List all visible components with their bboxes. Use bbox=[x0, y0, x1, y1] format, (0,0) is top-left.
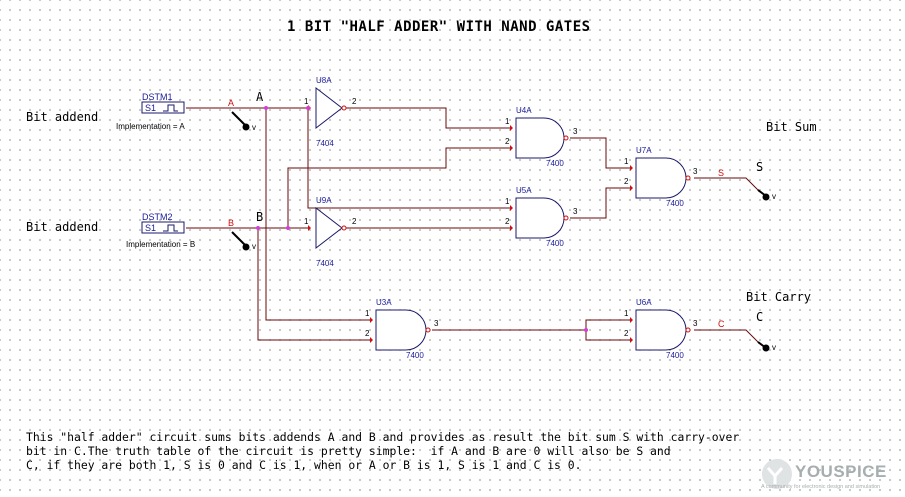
node-label-a: A bbox=[256, 90, 264, 104]
pin-3: 3 bbox=[573, 127, 578, 136]
probe-icon bbox=[762, 344, 770, 352]
probe-label: v bbox=[772, 343, 776, 352]
gate-part: 7404 bbox=[316, 139, 334, 148]
probe-label: v bbox=[252, 123, 256, 132]
net-label-a: A bbox=[228, 98, 234, 108]
diagram-title: 1 BIT "HALF ADDER" WITH NAND GATES bbox=[287, 19, 591, 35]
gate-ref: U9A bbox=[316, 196, 332, 205]
net-label-s: S bbox=[718, 168, 724, 178]
description-text: This "half adder" circuit sums bits adde… bbox=[26, 430, 886, 472]
label-bit-sum: Bit Sum bbox=[766, 120, 817, 134]
source-name: DSTM1 bbox=[142, 92, 173, 102]
gate-u4a[interactable]: U4A 7400 1 2 3 bbox=[505, 106, 578, 168]
pin-1: 1 bbox=[624, 309, 629, 318]
pin-3: 3 bbox=[693, 319, 698, 328]
node-label-b: B bbox=[256, 210, 263, 224]
gate-ref: U3A bbox=[376, 298, 392, 307]
gate-u5a[interactable]: U5A 7400 1 2 3 bbox=[505, 186, 578, 248]
gate-part: 7400 bbox=[406, 351, 424, 360]
gate-part: 7404 bbox=[316, 259, 334, 268]
description-line: bit in C.The truth table of the circuit … bbox=[26, 444, 671, 458]
probe-a[interactable]: v bbox=[231, 111, 256, 132]
node-label-c: C bbox=[756, 310, 763, 324]
source-dstm1[interactable]: DSTM1 S1 Implementation = A bbox=[116, 92, 185, 131]
node-label-s: S bbox=[756, 160, 763, 174]
label-bit-addend-a: Bit addend bbox=[26, 110, 98, 124]
pin-3: 3 bbox=[434, 319, 439, 328]
nand-gate-icon bbox=[515, 117, 565, 159]
probe-icon bbox=[242, 243, 250, 251]
label-bit-addend-b: Bit addend bbox=[26, 220, 98, 234]
probe-b[interactable]: v bbox=[231, 231, 256, 251]
probe-label: v bbox=[252, 242, 256, 251]
pin-2: 2 bbox=[352, 217, 357, 226]
label-bit-carry: Bit Carry bbox=[746, 290, 811, 304]
pulse-icon bbox=[163, 224, 178, 232]
net-label-b: B bbox=[228, 218, 234, 228]
probe-icon bbox=[242, 123, 250, 131]
pin-2: 2 bbox=[505, 137, 510, 146]
probe-s[interactable]: v bbox=[757, 189, 776, 201]
source-name: DSTM2 bbox=[142, 212, 173, 222]
probe-icon bbox=[762, 193, 770, 201]
wires bbox=[186, 105, 761, 345]
gate-ref: U5A bbox=[516, 186, 532, 195]
pin-1: 1 bbox=[304, 97, 309, 106]
watermark: YOUSPICE A community for electronic desi… bbox=[755, 454, 905, 494]
pin-1: 1 bbox=[304, 217, 309, 226]
nand-gate-icon bbox=[515, 197, 565, 239]
inverter-icon bbox=[315, 206, 343, 250]
pulse-icon bbox=[163, 104, 178, 112]
gate-ref: U6A bbox=[636, 298, 652, 307]
source-symbol: S1 bbox=[145, 103, 156, 113]
gate-u8a[interactable]: U8A 7404 1 2 bbox=[304, 76, 357, 148]
source-dstm2[interactable]: DSTM2 S1 Implementation = B bbox=[126, 212, 195, 249]
gate-u9a[interactable]: U9A 7404 1 2 bbox=[304, 196, 357, 268]
pin-3: 3 bbox=[573, 207, 578, 216]
nand-gate-icon bbox=[635, 309, 687, 351]
inverter-icon bbox=[315, 86, 343, 130]
source-symbol: S1 bbox=[145, 223, 156, 233]
pin-2: 2 bbox=[624, 329, 629, 338]
gate-u6a[interactable]: U6A 7400 1 2 3 bbox=[624, 298, 698, 360]
source-implementation: Implementation = A bbox=[116, 122, 185, 131]
pin-3: 3 bbox=[693, 167, 698, 176]
gate-part: 7400 bbox=[666, 199, 684, 208]
nand-gate-icon bbox=[635, 157, 687, 199]
gate-ref: U4A bbox=[516, 106, 532, 115]
pin-1: 1 bbox=[505, 197, 510, 206]
probe-c[interactable]: v bbox=[757, 341, 776, 352]
watermark-tagline: A community for electronic design and si… bbox=[761, 484, 881, 490]
youspice-logo-icon bbox=[762, 459, 792, 489]
gate-part: 7400 bbox=[546, 239, 564, 248]
description-line: C, if they are both 1, S is 0 and C is 1… bbox=[26, 458, 582, 472]
pin-2: 2 bbox=[624, 177, 629, 186]
watermark-brand: YOUSPICE bbox=[795, 462, 887, 481]
pin-2: 2 bbox=[505, 217, 510, 226]
gate-part: 7400 bbox=[666, 351, 684, 360]
pin-1: 1 bbox=[505, 117, 510, 126]
net-label-c: C bbox=[718, 319, 725, 329]
source-box bbox=[141, 221, 185, 234]
gate-u3a[interactable]: U3A 7400 1 2 3 bbox=[365, 298, 439, 360]
description-line: This "half adder" circuit sums bits adde… bbox=[26, 430, 740, 444]
gate-part: 7400 bbox=[546, 159, 564, 168]
pin-2: 2 bbox=[365, 329, 370, 338]
gate-ref: U7A bbox=[636, 146, 652, 155]
probe-label: v bbox=[772, 192, 776, 201]
nand-gate-icon bbox=[375, 309, 427, 351]
pin-2: 2 bbox=[352, 97, 357, 106]
gate-u7a[interactable]: U7A 7400 1 2 3 bbox=[624, 146, 698, 208]
pin-1: 1 bbox=[624, 157, 629, 166]
gate-ref: U8A bbox=[316, 76, 332, 85]
pin-1: 1 bbox=[365, 309, 370, 318]
source-implementation: Implementation = B bbox=[126, 240, 195, 249]
source-box bbox=[141, 101, 185, 114]
